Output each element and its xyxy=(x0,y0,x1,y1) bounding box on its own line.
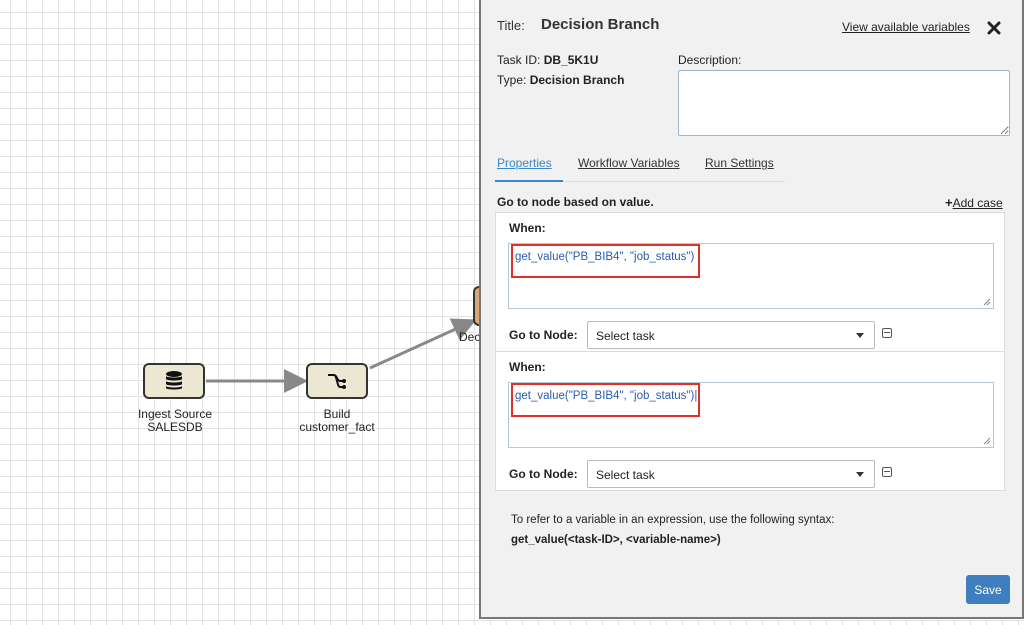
when-expression-input[interactable]: get_value("PB_BIB4", "job_status") xyxy=(508,243,994,309)
active-tab-indicator xyxy=(495,180,563,182)
node-build-label-line2: customer_fact xyxy=(299,420,375,434)
plus-icon: + xyxy=(945,195,953,210)
when-label: When: xyxy=(509,221,546,235)
case-card: When: get_value("PB_BIB4", "job_status")… xyxy=(495,351,1005,491)
chevron-down-icon xyxy=(856,333,864,338)
chevron-down-icon xyxy=(856,472,864,477)
description-textarea[interactable] xyxy=(678,70,1010,136)
go-to-node-label: Go to Node: xyxy=(509,328,578,342)
node-ingest-label-line1: Ingest Source xyxy=(137,407,213,421)
select-task-value: Select task xyxy=(596,468,655,482)
task-id-row: Task ID: DB_5K1U xyxy=(497,53,598,67)
save-button[interactable]: Save xyxy=(966,575,1010,604)
task-id-value: DB_5K1U xyxy=(543,53,599,67)
title-label: Title: xyxy=(497,18,525,33)
add-case-label: Add case xyxy=(952,196,1003,210)
branch-icon xyxy=(328,374,346,389)
tab-properties[interactable]: Properties xyxy=(497,156,552,170)
task-properties-panel: Title: Decision Branch View available va… xyxy=(479,0,1024,619)
expression-highlight-box xyxy=(511,244,700,278)
select-task-value: Select task xyxy=(596,329,655,343)
edge-build-to-decision xyxy=(369,318,477,370)
node-decision-label: Dec xyxy=(459,331,481,344)
view-available-variables-link[interactable]: View available variables xyxy=(842,20,970,34)
node-ingest-label-line2: SALESDB xyxy=(147,420,203,434)
edges-layer xyxy=(206,318,477,393)
remove-case-icon[interactable] xyxy=(882,328,892,338)
description-label: Description: xyxy=(678,53,742,67)
node-ingest-box[interactable] xyxy=(143,363,205,399)
node-build-label-line1: Build xyxy=(323,407,351,421)
panel-title: Decision Branch xyxy=(541,16,660,33)
case-card: When: get_value("PB_BIB4", "job_status")… xyxy=(495,212,1005,352)
expression-text: get_value("PB_BIB4", "job_status") xyxy=(515,251,695,263)
expression-highlight-box xyxy=(511,383,700,417)
remove-case-icon[interactable] xyxy=(882,467,892,477)
when-label: When: xyxy=(509,360,546,374)
expression-text: get_value("PB_BIB4", "job_status")| xyxy=(515,390,698,402)
node-build-box[interactable] xyxy=(306,363,368,399)
resize-handle-icon[interactable] xyxy=(983,437,991,445)
tab-divider xyxy=(495,181,785,182)
variable-syntax-example: get_value(<task-ID>, <variable-name>) xyxy=(511,534,721,546)
variable-syntax-hint: To refer to a variable in an expression,… xyxy=(511,514,835,526)
resize-handle-icon[interactable] xyxy=(983,298,991,306)
add-case-link[interactable]: +Add case xyxy=(945,195,1003,210)
tab-run-settings[interactable]: Run Settings xyxy=(705,156,774,170)
select-task-dropdown[interactable]: Select task xyxy=(587,321,875,349)
when-expression-input[interactable]: get_value("PB_BIB4", "job_status")| xyxy=(508,382,994,448)
go-to-node-label: Go to Node: xyxy=(509,467,578,481)
type-label: Type: xyxy=(497,73,527,87)
database-icon xyxy=(166,371,182,390)
node-build-label: Build customer_fact xyxy=(282,408,392,434)
task-id-label: Task ID: xyxy=(497,53,541,67)
tab-workflow-variables[interactable]: Workflow Variables xyxy=(578,156,680,170)
type-row: Type: Decision Branch xyxy=(497,73,624,87)
select-task-dropdown[interactable]: Select task xyxy=(587,460,875,488)
node-ingest-label: Ingest Source SALESDB xyxy=(120,408,230,434)
go-to-node-heading: Go to node based on value. xyxy=(497,195,654,209)
type-value: Decision Branch xyxy=(529,73,625,87)
close-icon[interactable] xyxy=(987,21,1001,35)
